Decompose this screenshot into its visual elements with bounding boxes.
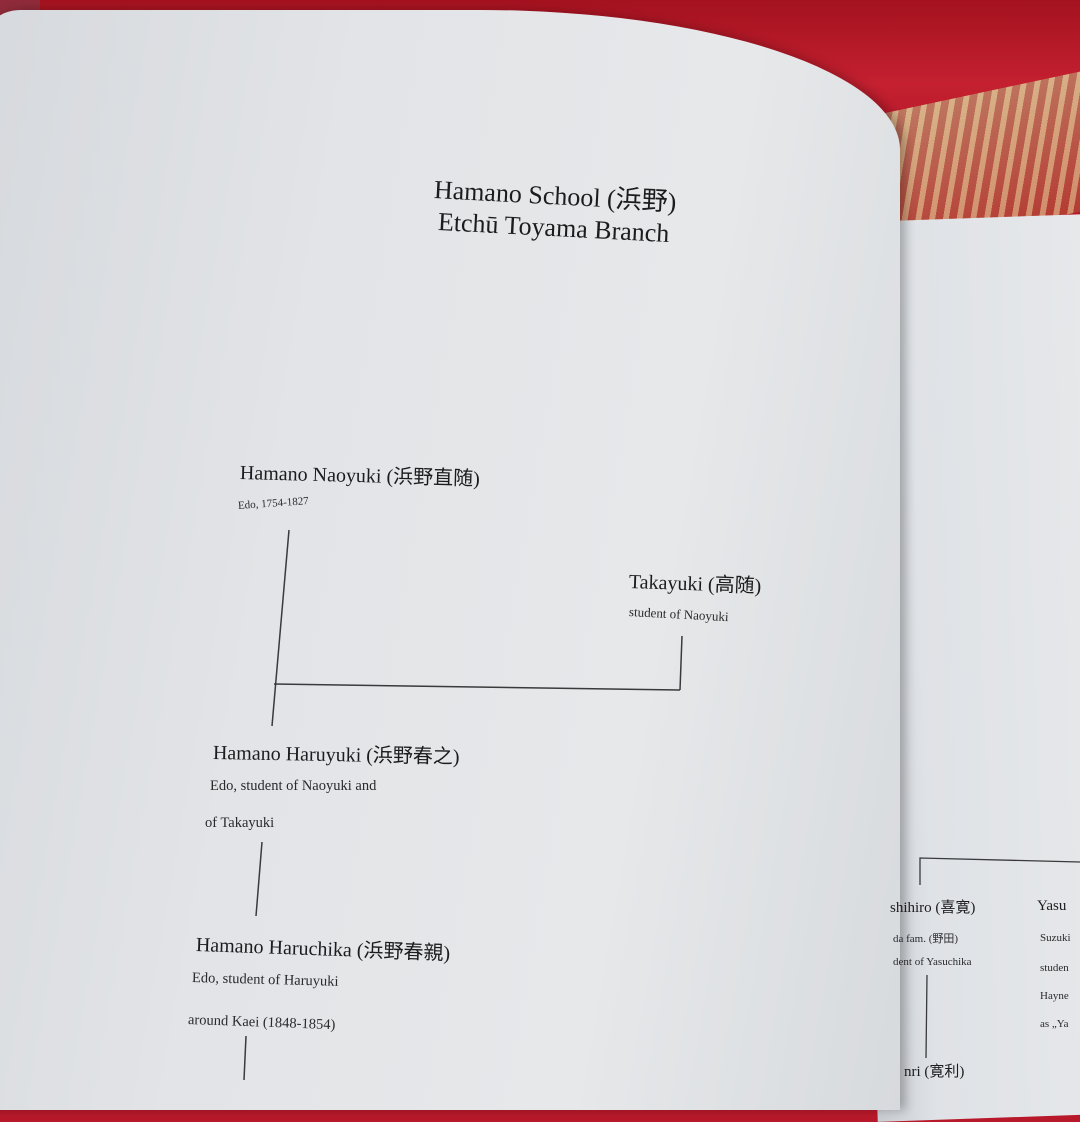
- right-node2-note2: studen: [1040, 962, 1069, 974]
- node-takayuki-name: Takayuki (高随): [628, 571, 762, 598]
- line-haruchika-down: [243, 1035, 247, 1080]
- right-node3-name: nri (寛利): [904, 1064, 965, 1080]
- right-node2-note1: Suzuki: [1040, 932, 1071, 944]
- line-right-page-down: [925, 974, 928, 1059]
- line-takayuki-down: [679, 635, 683, 691]
- right-node1-note1: da fam. (野田): [893, 933, 959, 945]
- line-right-page-bracket: [919, 857, 1080, 885]
- left-book-page: [0, 10, 900, 1110]
- line-naoyuki-down: [271, 529, 290, 727]
- node-haruyuki-note-line1: Edo, student of Naoyuki and: [210, 778, 377, 794]
- right-node1-note2: dent of Yasuchika: [893, 956, 972, 968]
- lineage-connector-lines: [243, 529, 1080, 1080]
- right-node1-name: shihiro (喜寛): [890, 900, 976, 916]
- line-haruyuki-down: [255, 841, 263, 917]
- right-node2-name: Yasu: [1037, 898, 1067, 914]
- node-haruyuki-name: Hamano Haruyuki (浜野春之): [212, 742, 460, 769]
- right-node2-note4: as „Ya: [1040, 1018, 1069, 1030]
- line-horizontal-join: [273, 683, 681, 691]
- right-node2-note3: Hayne: [1040, 990, 1069, 1002]
- node-haruyuki-note-line2: of Takayuki: [205, 815, 275, 831]
